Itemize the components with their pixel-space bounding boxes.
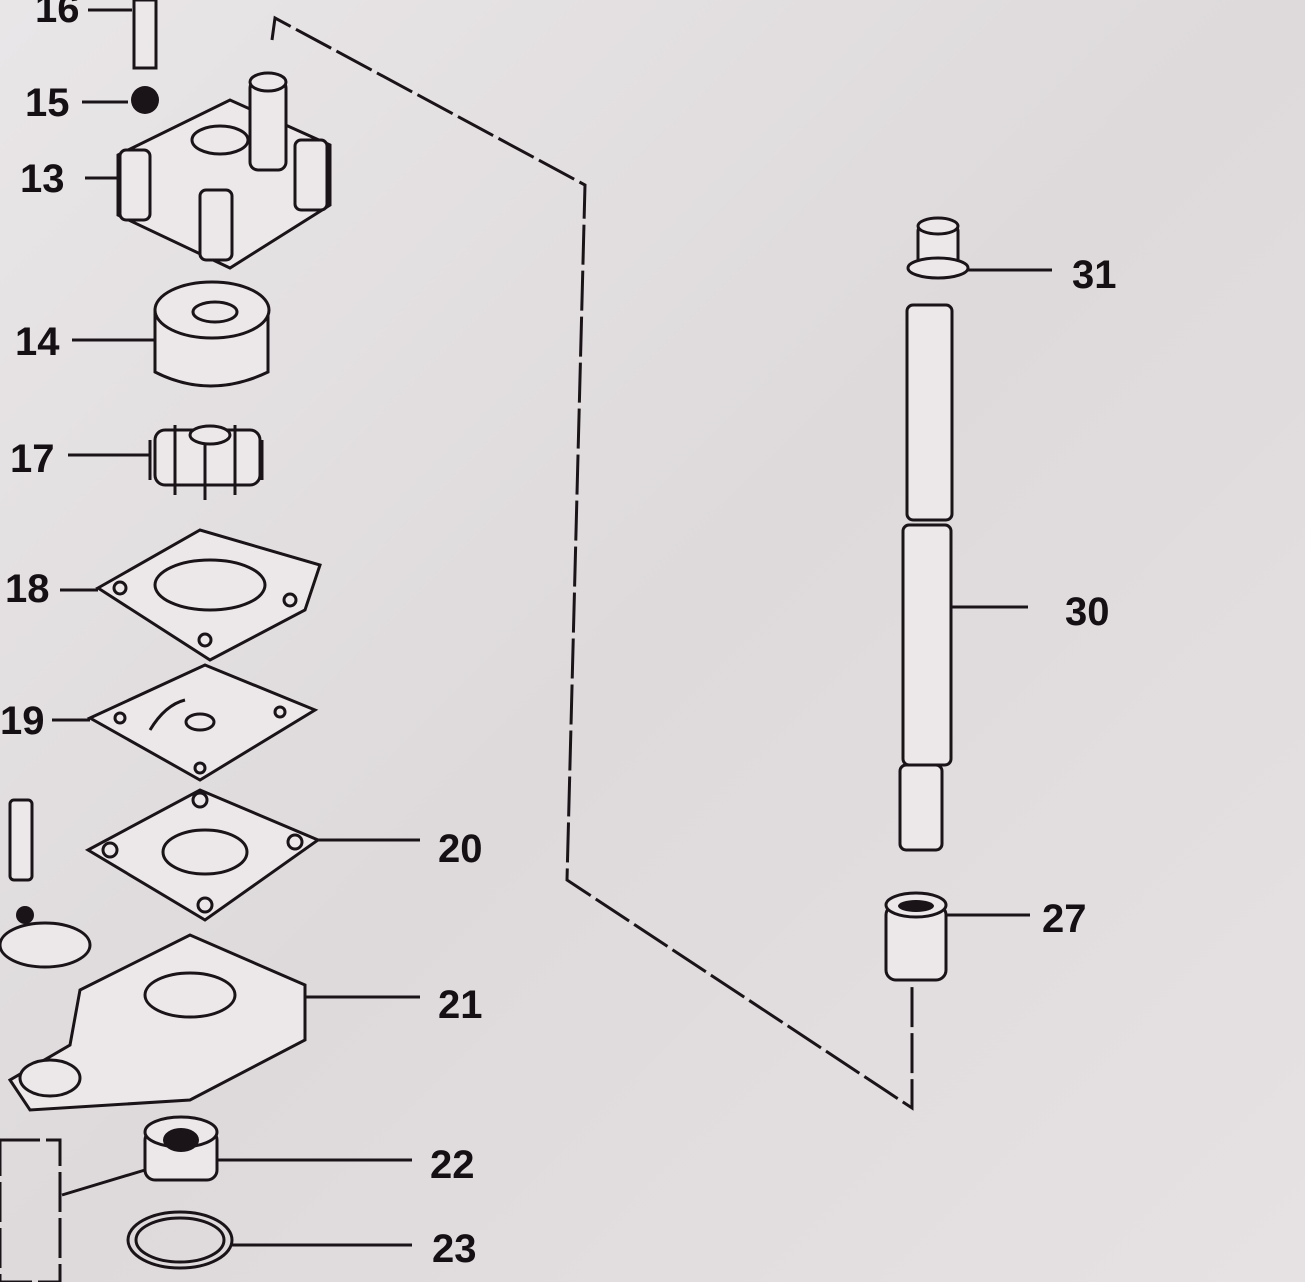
callout-14: 14 bbox=[15, 320, 60, 364]
callout-17: 17 bbox=[10, 437, 55, 481]
callout-23: 23 bbox=[432, 1227, 477, 1271]
callout-19: 19 bbox=[0, 699, 45, 743]
callout-22: 22 bbox=[430, 1143, 475, 1187]
part-16-bolt bbox=[88, 0, 158, 70]
callout-16: 16 bbox=[35, 0, 80, 31]
callout-31: 31 bbox=[1072, 253, 1117, 297]
part-20-gasket-plate bbox=[8, 788, 420, 922]
callout-20: 20 bbox=[438, 827, 483, 871]
callout-27: 27 bbox=[1042, 897, 1087, 941]
part-17-impeller bbox=[68, 424, 264, 500]
part-21-base-plate bbox=[0, 906, 420, 1112]
part-31-grommet bbox=[906, 216, 1052, 280]
assembly-bracket-line bbox=[270, 15, 914, 1111]
callout-21: 21 bbox=[438, 983, 483, 1027]
part-27-grommet bbox=[884, 891, 1030, 982]
callout-13: 13 bbox=[20, 157, 65, 201]
callout-18: 18 bbox=[5, 567, 50, 611]
part-23-o-ring bbox=[126, 1210, 412, 1270]
part-15-washer bbox=[82, 86, 159, 114]
callout-30: 30 bbox=[1065, 590, 1110, 634]
part-19-plate bbox=[52, 663, 319, 782]
part-30-water-tube bbox=[898, 303, 1028, 852]
callout-15: 15 bbox=[25, 81, 70, 125]
part-14-cup-insert bbox=[72, 280, 271, 388]
part-13-pump-housing bbox=[85, 71, 332, 270]
part-18-gasket bbox=[60, 528, 322, 662]
part-22-seal bbox=[0, 1115, 412, 1282]
